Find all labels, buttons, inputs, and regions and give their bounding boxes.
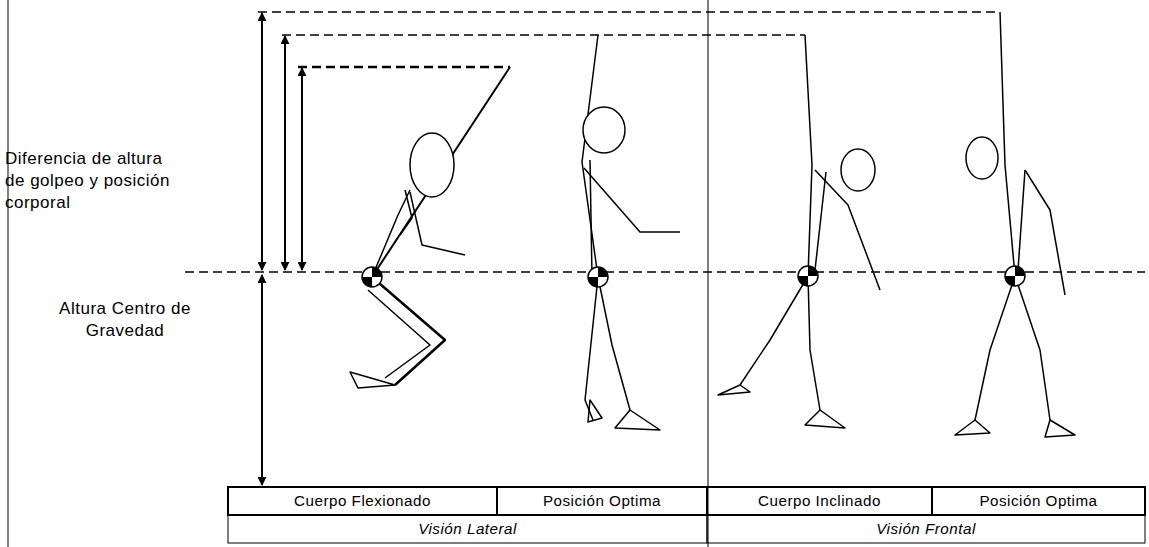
table-grid [228, 487, 1145, 543]
dimension-arrows [262, 13, 302, 485]
table-cell: Posición Optima [497, 487, 707, 515]
dimension-label: Altura Centro de Gravedad [40, 298, 210, 342]
table-cell: Cuerpo Inclinado [707, 487, 932, 515]
crouched-figure [350, 67, 510, 388]
table-cell: Visión Frontal [707, 515, 1145, 543]
table-cell: Posición Optima [932, 487, 1145, 515]
optimal-lateral-figure [582, 35, 680, 430]
divider-line [708, 0, 709, 547]
inclined-frontal-figure [718, 35, 880, 428]
table-cell: Cuerpo Flexionado [228, 487, 497, 515]
reference-lines [185, 12, 1145, 272]
table-cell: Visión Lateral [228, 515, 707, 543]
dimension-label: Diferencia de altura de golpeo y posició… [5, 148, 187, 214]
frame-line [8, 0, 9, 547]
optimal-frontal-figure [955, 12, 1075, 437]
